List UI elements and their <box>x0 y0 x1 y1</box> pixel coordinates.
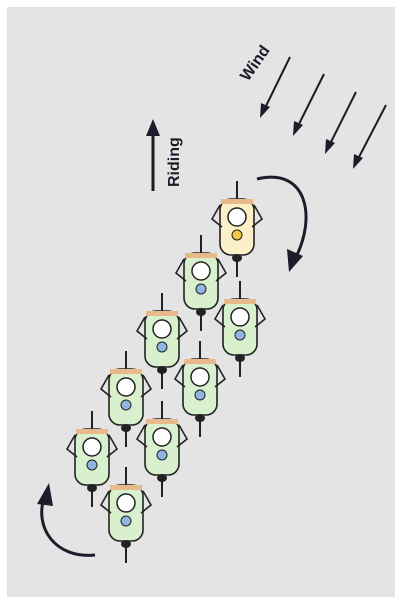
wind-arrow <box>260 56 291 118</box>
echelon-diagram: Riding Wind <box>7 7 395 597</box>
riding-direction: Riding <box>146 119 183 191</box>
rider <box>174 235 228 331</box>
echelon-diagram-panel: Riding Wind <box>7 7 395 597</box>
wind-arrows: Wind <box>237 43 387 169</box>
rider <box>99 467 153 563</box>
rider <box>135 401 189 497</box>
wind-arrow <box>325 91 357 154</box>
rider <box>213 281 267 377</box>
riding-label: Riding <box>166 137 183 187</box>
riding-arrow-head <box>146 119 160 136</box>
rotation-arrow-top <box>256 175 308 272</box>
wind-arrow <box>293 73 325 136</box>
wind-arrow <box>353 104 387 169</box>
rider-echelon <box>65 181 267 563</box>
rider <box>135 293 189 389</box>
rider <box>65 411 119 507</box>
rider-leader <box>210 181 264 277</box>
rotation-arrow-bottom <box>37 483 96 557</box>
rider <box>99 351 153 447</box>
rider <box>173 341 227 437</box>
